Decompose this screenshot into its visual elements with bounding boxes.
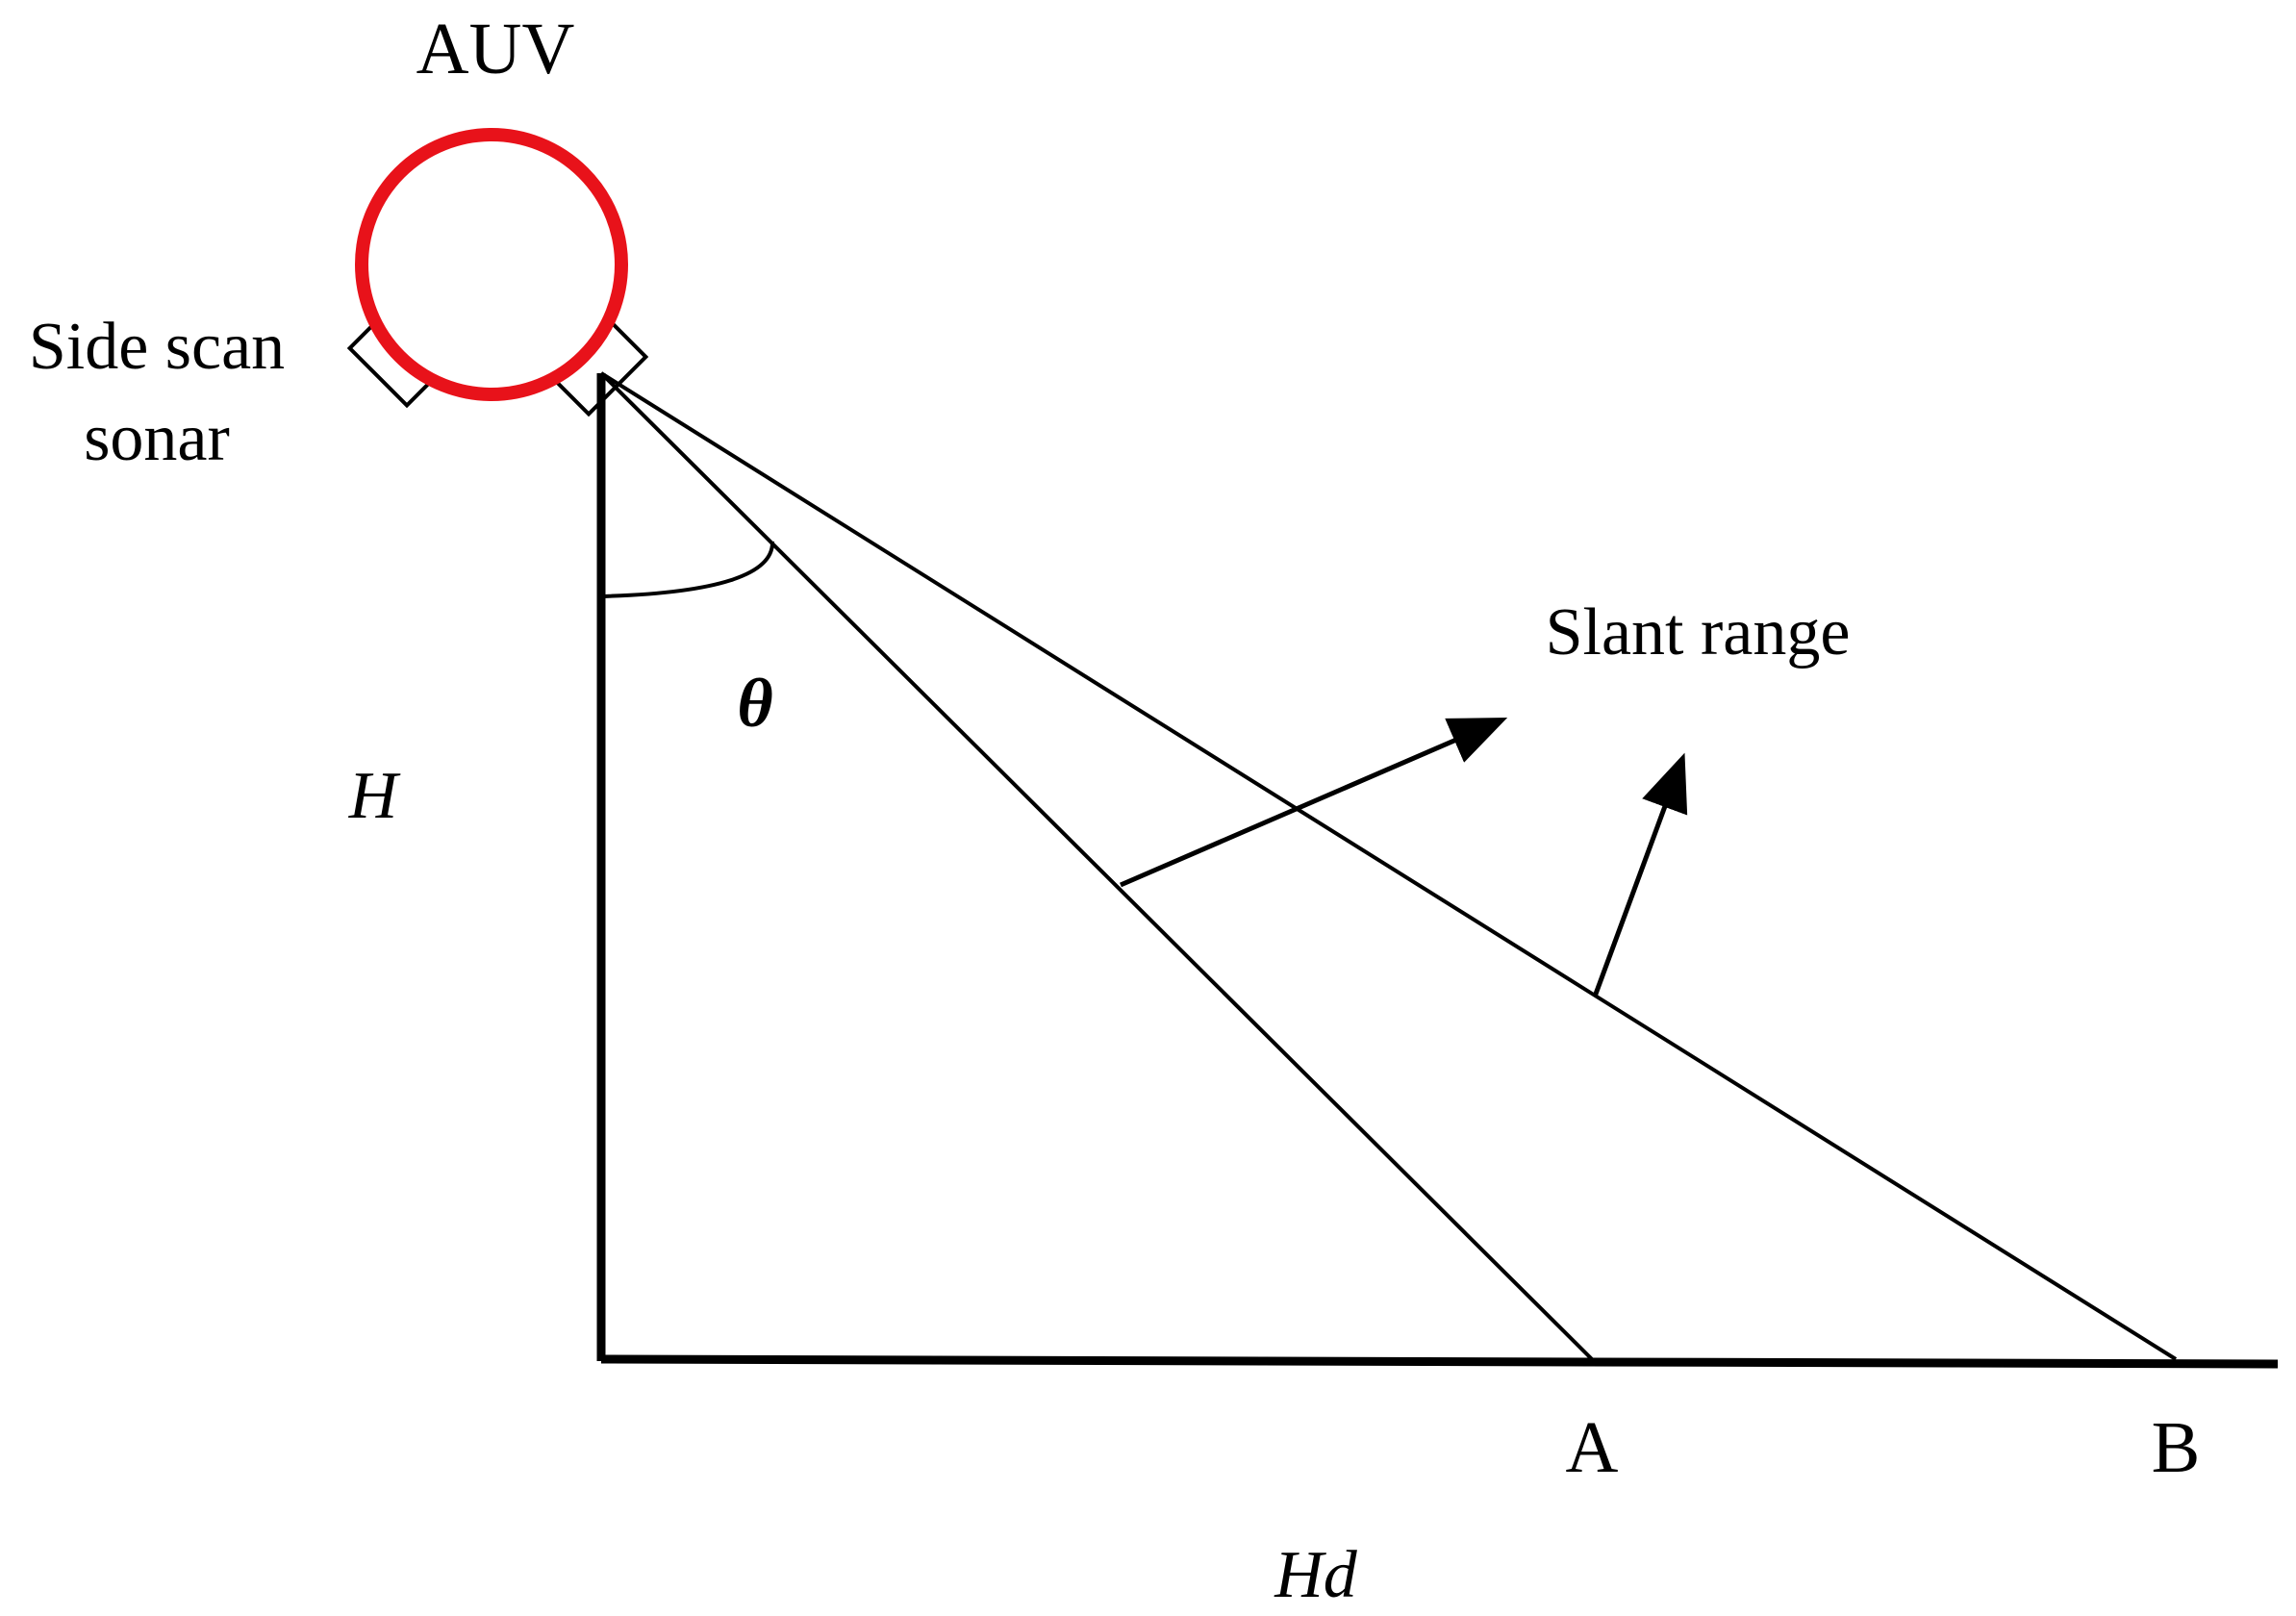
seabed-line: [600, 1354, 2279, 1369]
theta-angle-arc: [600, 541, 775, 598]
point-a-label: A: [1566, 1407, 1619, 1488]
auv-circle: [355, 128, 628, 401]
horizontal-distance-label: Hd: [1274, 1538, 1358, 1612]
beam-line-b: [599, 371, 2178, 1361]
slant-range-arrow-2: [1592, 752, 1688, 997]
sonar-label-line2: sonar: [84, 401, 230, 475]
slant-range-arrow-1: [1120, 718, 1508, 888]
point-b-label: B: [2152, 1407, 2201, 1488]
theta-label: θ: [737, 665, 772, 742]
auv-label: AUV: [416, 9, 575, 89]
slant-range-label: Slant range: [1546, 595, 1851, 669]
beam-line-a: [599, 371, 1594, 1361]
sonar-label-line1: Side scan: [29, 310, 285, 384]
height-label: H: [348, 759, 401, 833]
